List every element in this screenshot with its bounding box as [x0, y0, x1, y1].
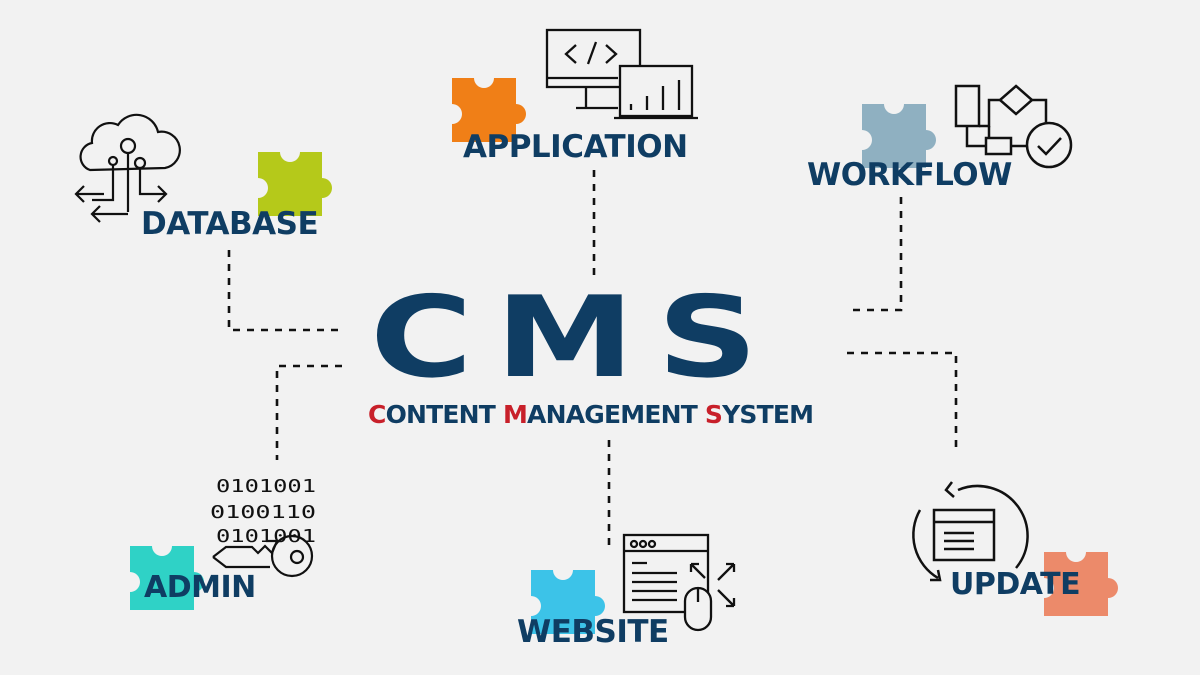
cloud-network-icon — [74, 113, 181, 223]
subtitle-part: M — [502, 400, 528, 429]
node-label-application: APPLICATION — [463, 129, 688, 165]
update-group — [912, 481, 1119, 616]
monitor-code-laptop-chart-icon — [545, 28, 698, 120]
browser-window-mouse-icon — [622, 533, 736, 632]
svg-text:0101001: 0101001 — [216, 526, 316, 547]
flowchart-check-icon — [954, 84, 1073, 169]
binary-key-icon — [212, 534, 314, 578]
node-label-update: UPDATE — [950, 567, 1081, 602]
subtitle-part: S — [704, 400, 723, 429]
connector-update — [847, 351, 958, 448]
workflow-group — [862, 84, 1073, 169]
node-label-website: WEBSITE — [517, 614, 669, 650]
svg-text:0100110: 0100110 — [210, 502, 316, 523]
cms-subtitle: CONTENT MANAGEMENT SYSTEM — [368, 400, 814, 429]
application-group — [452, 28, 698, 142]
connector-lines — [227, 170, 958, 545]
cms-title: CMS — [370, 273, 781, 403]
subtitle-part: YSTEM — [722, 400, 814, 429]
svg-text:0101001: 0101001 — [216, 476, 316, 497]
node-label-database: DATABASE — [141, 206, 319, 242]
database-group — [74, 113, 333, 223]
binary-text: 0101001 0100110 0101001 — [210, 476, 316, 547]
subtitle-part: ONTENT — [385, 400, 503, 429]
website-group — [531, 533, 736, 634]
connector-workflow — [852, 197, 903, 312]
subtitle-part: C — [368, 400, 386, 429]
connector-admin — [275, 364, 342, 460]
admin-group — [130, 534, 314, 610]
node-label-workflow: WORKFLOW — [807, 157, 1012, 193]
refresh-document-icon — [912, 481, 1029, 582]
node-label-admin: ADMIN — [144, 570, 256, 605]
connector-database — [227, 250, 338, 332]
subtitle-part: ANAGEMENT — [527, 400, 705, 429]
